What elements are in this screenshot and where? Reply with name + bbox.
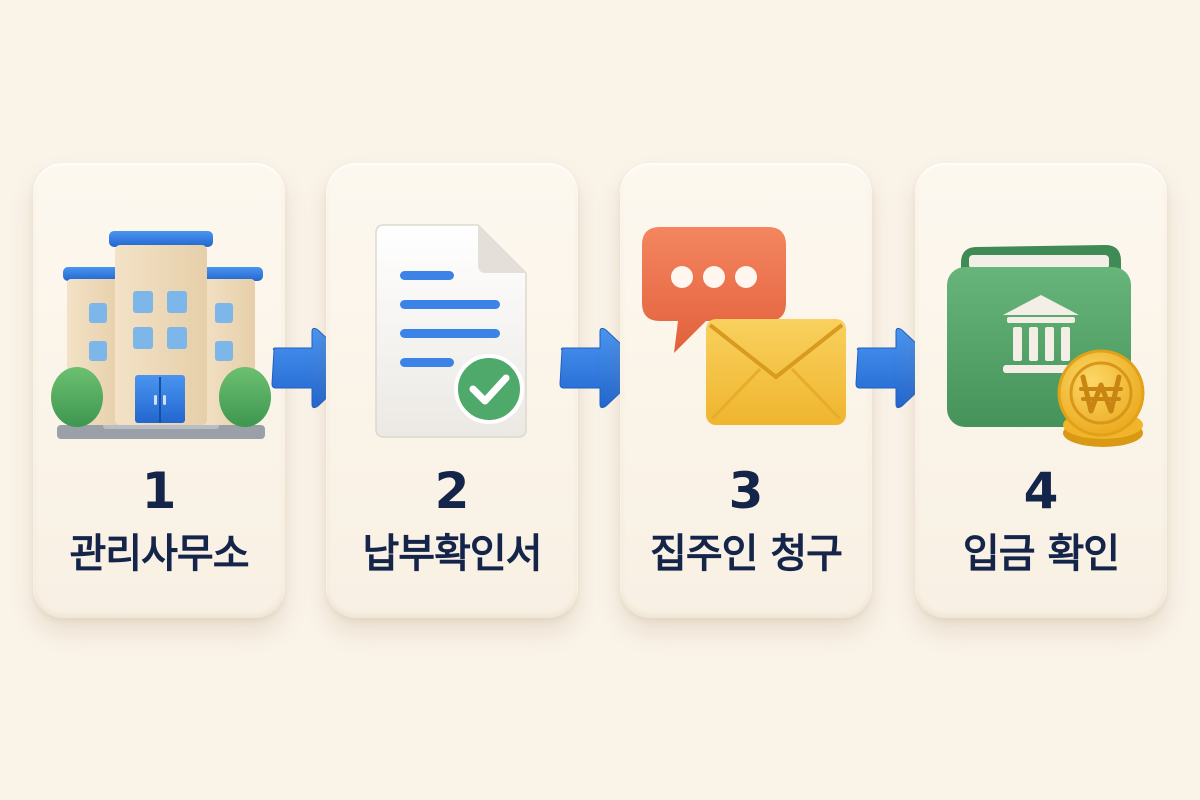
step-label: 집주인 청구	[650, 531, 843, 577]
payment-document-check-icon	[375, 224, 527, 438]
step-card-3: 3 집주인 청구	[620, 163, 872, 618]
step-number: 1	[141, 462, 177, 520]
step-label: 관리사무소	[69, 531, 250, 577]
step-label: 납부확인서	[362, 531, 543, 577]
step-number: 2	[434, 462, 470, 520]
step-card-4: 4 입금 확인	[915, 163, 1167, 618]
step-card-2: 2 납부확인서	[326, 163, 578, 618]
step-label: 입금 확인	[962, 531, 1120, 577]
step-card-1: 1 관리사무소	[33, 163, 285, 618]
step-number: 4	[1023, 462, 1059, 520]
step-number: 3	[728, 462, 764, 520]
office-building-icon	[51, 231, 271, 439]
wallet-bank-won-coin-icon	[947, 245, 1145, 447]
chat-mail-icon	[642, 227, 846, 425]
